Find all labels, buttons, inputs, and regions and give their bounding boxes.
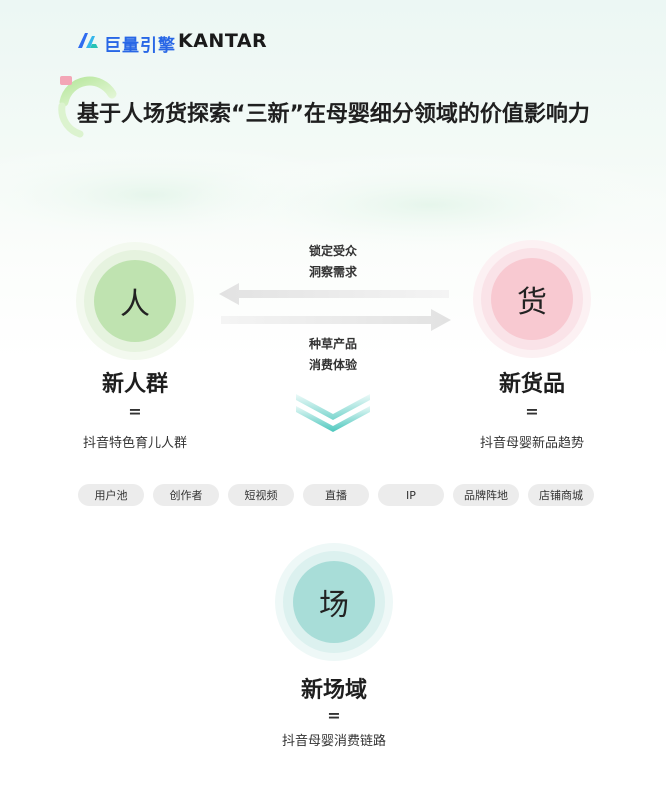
node-goods-desc: 抖音母婴新品趋势 bbox=[479, 436, 584, 451]
node-people-circle: 人 bbox=[94, 260, 176, 342]
chip-store-mall: 店铺商城 bbox=[528, 484, 594, 506]
arrow-left bbox=[219, 283, 449, 305]
chip-brand-site: 品牌阵地 bbox=[453, 484, 519, 506]
arrow-top-label-line-2: 洞察需求 bbox=[308, 265, 357, 279]
arrow-top-label-line-1: 锁定受众 bbox=[308, 244, 357, 258]
kantar-logo: KANTAR bbox=[178, 30, 268, 52]
node-people-desc: 抖音特色育儿人群 bbox=[82, 436, 187, 451]
arrow-right bbox=[221, 309, 451, 331]
node-field-circle: 场 bbox=[293, 561, 375, 643]
chip-short-video: 短视频 bbox=[228, 484, 294, 506]
chip-creators: 创作者 bbox=[153, 484, 219, 506]
node-field-equals: = bbox=[327, 706, 341, 725]
node-goods-title: 新货品 bbox=[498, 372, 565, 397]
bidirectional-arrows bbox=[219, 283, 451, 331]
arrow-bottom-label: 种草产品 消费体验 bbox=[290, 334, 376, 376]
node-field-title: 新场域 bbox=[300, 678, 367, 703]
chip-user-pool: 用户池 bbox=[78, 484, 144, 506]
node-people-equals: = bbox=[128, 402, 142, 421]
arrow-top-label: 锁定受众 洞察需求 bbox=[290, 241, 376, 283]
background-mist bbox=[0, 150, 666, 260]
node-goods-equals: = bbox=[525, 402, 539, 421]
node-field-desc: 抖音母婴消费链路 bbox=[281, 734, 386, 749]
arrow-bottom-label-line-1: 种草产品 bbox=[308, 337, 357, 351]
node-goods-circle: 货 bbox=[491, 258, 573, 340]
chevron-down-icon bbox=[296, 394, 370, 432]
chip-livestream: 直播 bbox=[303, 484, 369, 506]
chip-ip: IP bbox=[378, 484, 444, 506]
arrow-bottom-label-line-2: 消费体验 bbox=[308, 358, 357, 372]
page-title: 基于人场货探索“三新”在母婴细分领域的价值影响力 bbox=[77, 102, 590, 127]
ocean-engine-logo-icon bbox=[78, 33, 98, 48]
node-people-title: 新人群 bbox=[101, 372, 168, 397]
title-decoration-icon bbox=[58, 76, 117, 138]
ocean-engine-logo-text: 巨量引擎 bbox=[104, 36, 176, 56]
